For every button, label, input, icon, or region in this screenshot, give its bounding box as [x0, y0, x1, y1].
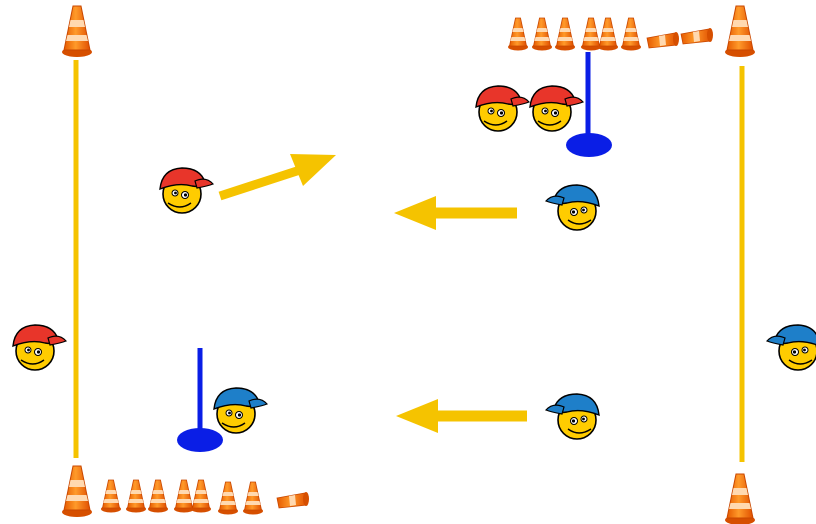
cone-icon	[100, 479, 122, 513]
cone-icon	[173, 479, 195, 513]
player-red-cap-icon	[475, 85, 531, 132]
pole-marker-icon	[566, 52, 612, 157]
player-red-cap-icon	[529, 85, 585, 132]
player-red-cap-icon	[159, 167, 215, 214]
cone-icon	[507, 17, 529, 51]
cone-icon	[61, 465, 93, 518]
arrow-icon	[218, 154, 336, 201]
arrow-icon	[396, 399, 527, 433]
cone-icon	[724, 473, 756, 524]
pole-marker-icon	[177, 348, 223, 452]
cone-icon	[580, 17, 602, 51]
cone-icon	[680, 27, 714, 45]
player-red-cap-icon	[12, 324, 68, 371]
cone-icon	[276, 491, 310, 509]
cone-icon	[125, 479, 147, 513]
cone-icon	[217, 481, 239, 515]
player-blue-cap-icon	[544, 184, 600, 231]
cone-icon	[61, 5, 93, 58]
cone-icon	[620, 17, 642, 51]
player-blue-cap-icon	[765, 324, 816, 371]
arrow-icon	[394, 196, 517, 230]
cone-icon	[147, 479, 169, 513]
cone-icon	[724, 5, 756, 58]
player-blue-cap-icon	[544, 393, 600, 440]
cone-icon	[597, 17, 619, 51]
player-blue-cap-icon	[213, 387, 269, 434]
cone-icon	[242, 481, 264, 515]
cone-icon	[190, 479, 212, 513]
cone-icon	[646, 31, 680, 49]
cone-icon	[531, 17, 553, 51]
cone-icon	[554, 17, 576, 51]
